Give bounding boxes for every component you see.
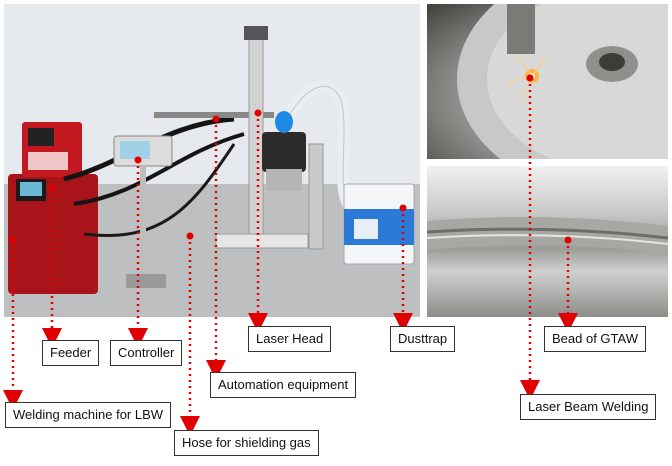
pointer-dot-laser-head (254, 109, 262, 117)
photo-gtaw-bead (427, 166, 668, 317)
photo-laser-beam-welding (427, 4, 668, 159)
label-controller: Controller (110, 340, 183, 366)
pointer-dot-automation (212, 115, 220, 123)
label-automation-equipment: Automation equipment (210, 372, 357, 398)
label-feeder: Feeder (42, 340, 100, 366)
pointer-dot-bead (564, 236, 572, 244)
label-welding-machine-for-lbw: Welding machine for LBW (5, 402, 172, 428)
gtaw-bead-illustration (427, 217, 668, 254)
pointer-dot-feeder (48, 184, 56, 192)
label-bead-of-gtaw: Bead of GTAW (544, 326, 646, 352)
label-dusttrap: Dusttrap (390, 326, 456, 352)
pointer-dot-laser-beam-welding (526, 74, 534, 82)
pointer-dot-hose (186, 232, 194, 240)
pointer-dot-welding-machine (9, 236, 17, 244)
label-laser-beam-welding: Laser Beam Welding (520, 394, 657, 420)
laser-welding-illustration (457, 4, 668, 159)
main-photo-laser-welding-setup (4, 4, 420, 317)
label-laser-head: Laser Head (248, 326, 332, 352)
label-hose-for-shielding-gas: Hose for shielding gas (174, 430, 319, 456)
pointer-dot-dusttrap (399, 204, 407, 212)
pointer-dot-controller (134, 156, 142, 164)
main-photo-illustration (4, 4, 420, 317)
